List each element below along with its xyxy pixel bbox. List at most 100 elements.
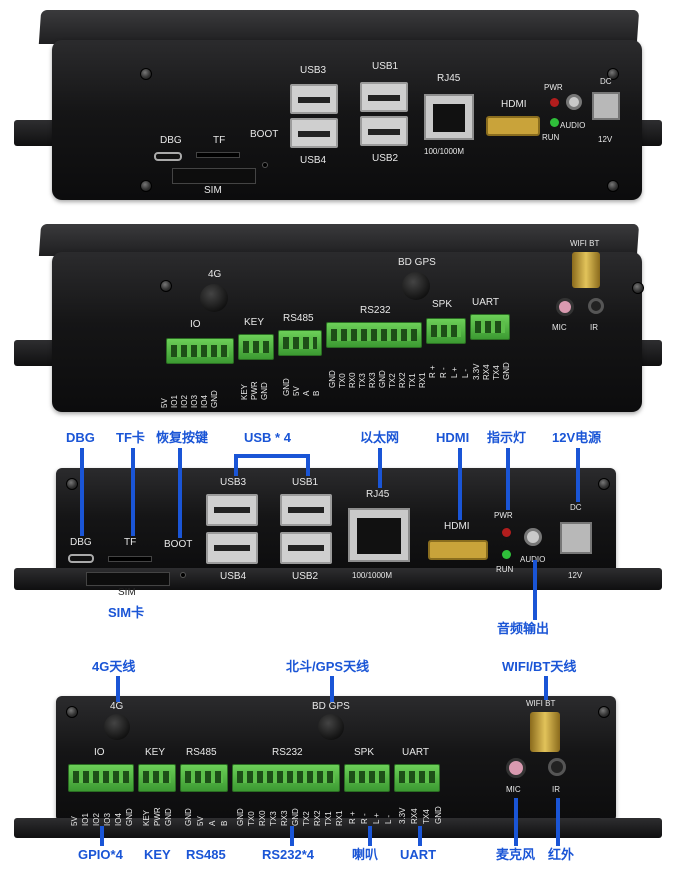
callout-hdmi: HDMI [436,430,470,445]
terminal-io[interactable] [68,764,134,792]
terminal-rs232[interactable] [232,764,340,792]
boot-button[interactable] [262,162,268,168]
hdmi-port[interactable] [486,116,540,136]
pin-label: RX3 [368,372,377,388]
label-usb3: USB3 [220,477,247,488]
pin-label: TX1 [324,811,333,826]
rj45-port[interactable] [348,508,410,562]
callout-tf: TF卡 [116,430,145,445]
callout-line [458,448,462,520]
pins-key: KEY PWR GND [142,796,178,826]
pin-label: L + [372,812,381,824]
tf-slot[interactable] [196,152,240,158]
dc-jack-icon[interactable] [592,92,620,120]
wifi-antenna-connector-icon[interactable] [530,712,560,752]
wifi-antenna-connector-icon[interactable] [572,252,600,288]
pin-label: RX0 [258,810,267,826]
micro-usb-port[interactable] [154,152,182,161]
terminal-uart[interactable] [394,764,440,792]
label-run: RUN [496,565,514,574]
terminal-key[interactable] [238,334,274,360]
usb-port[interactable] [206,532,258,564]
mic-jack-icon[interactable] [506,758,526,778]
pins-rs485: GND 5V A B [282,360,326,396]
dc-jack-icon[interactable] [560,522,592,554]
screw-icon [632,282,644,294]
callout-dbg: DBG [66,430,95,445]
pin-label: RX2 [398,372,407,388]
usb-port[interactable] [360,82,408,112]
pin-label: IO3 [103,813,112,826]
pins-rs232: GND TX0 RX0 TX3 RX3 GND TX2 RX2 TX1 RX1 [236,796,344,826]
usb-port[interactable] [280,494,332,526]
terminal-spk[interactable] [426,318,466,344]
callout-eth: 以太网 [360,430,400,445]
usb-port[interactable] [206,494,258,526]
callout-rs485: RS485 [186,847,226,862]
label-dc: DC [600,77,612,86]
terminal-rs485[interactable] [180,764,228,792]
pin-label: B [220,820,229,826]
label-hdmi: HDMI [444,521,470,532]
antenna-gps-icon [402,272,430,300]
pin-label: RX1 [335,810,344,826]
label-12v: 12V [598,135,613,144]
callout-indicator: 指示灯 [487,430,527,445]
callout-mic: 麦克风 [496,847,536,862]
pin-label: RX4 [482,364,491,380]
pins-uart: 3.3V RX4 TX4 GND [398,796,443,824]
pin-label: GND [291,808,300,826]
pin-label: RX3 [280,810,289,826]
hdmi-port[interactable] [428,540,488,560]
label-boot: BOOT [250,129,279,140]
sim-slot[interactable] [86,572,170,586]
terminal-spk[interactable] [344,764,390,792]
mic-jack-icon[interactable] [556,298,574,316]
pin-label: RX4 [410,808,419,824]
pin-label: A [302,390,311,396]
pin-label: GND [210,390,219,408]
usb-port[interactable] [290,118,338,148]
terminal-io[interactable] [166,338,234,364]
pin-label: GND [260,382,269,400]
audio-jack-icon[interactable] [566,94,582,110]
callout-line [418,826,422,846]
screw-icon [66,478,78,490]
usb-port[interactable] [280,532,332,564]
label-rs485: RS485 [186,747,217,758]
pin-label: PWR [250,381,259,400]
pin-label: RX1 [418,372,427,388]
pin-label: IO2 [92,813,101,826]
boot-button[interactable] [180,572,186,578]
terminal-rs232[interactable] [326,322,422,348]
pin-label: TX0 [247,811,256,826]
pin-label: IO3 [190,395,199,408]
audio-jack-icon[interactable] [524,528,542,546]
pin-label: TX3 [358,373,367,388]
callout-4g-antenna: 4G天线 [92,659,136,674]
pin-label: 5V [292,386,301,396]
sim-slot[interactable] [172,168,256,184]
pins-rs232: GND TX0 RX0 TX3 RX3 GND TX2 RX2 TX1 RX1 [328,352,427,388]
callout-line [514,798,518,846]
pin-label: TX4 [492,365,501,380]
pin-label: IO1 [81,813,90,826]
usb-port[interactable] [360,116,408,146]
terminal-uart[interactable] [470,314,510,340]
callout-gpio: GPIO*4 [78,847,123,862]
terminal-key[interactable] [138,764,176,792]
pin-label: 5V [196,816,205,826]
label-dc: DC [570,503,582,512]
pin-label: GND [328,370,337,388]
label-speed: 100/1000M [424,147,465,156]
callout-power: 12V电源 [552,430,602,445]
pin-label: PWR [153,807,162,826]
rj45-port[interactable] [424,94,474,140]
antenna-4g-icon [200,284,228,312]
usb-port[interactable] [290,84,338,114]
terminal-rs485[interactable] [278,330,322,356]
tf-slot[interactable] [108,556,152,562]
micro-usb-port[interactable] [68,554,94,563]
label-mic: MIC [552,323,567,332]
pin-label: 3.3V [398,807,407,824]
